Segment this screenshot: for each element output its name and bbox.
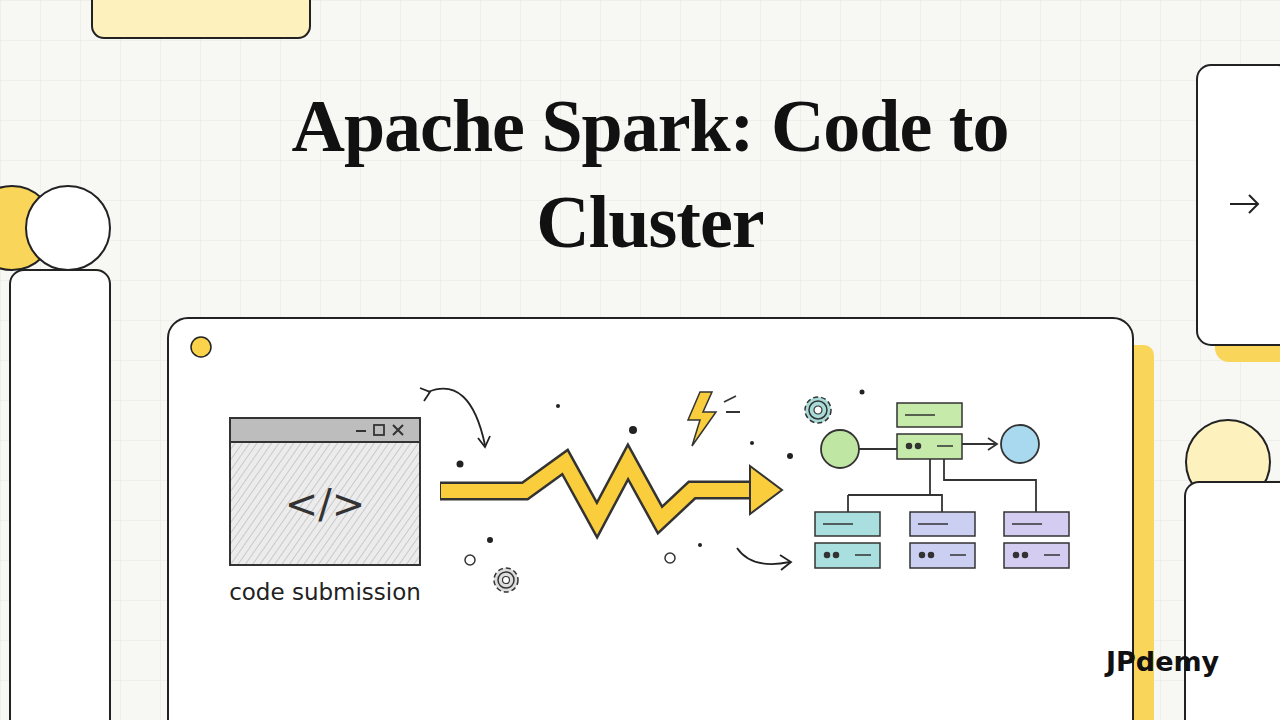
- main-card: [168, 318, 1133, 720]
- close-button: [393, 425, 403, 435]
- dot: [629, 426, 637, 434]
- gear-teeth: [805, 397, 831, 423]
- spark-marks: [724, 396, 740, 412]
- flow-arrow-head: [750, 466, 782, 514]
- deco-tab: [92, 0, 310, 38]
- server-unit: [897, 434, 962, 459]
- server-unit: [910, 512, 975, 536]
- server-slot: [855, 554, 871, 556]
- gear-icon: [494, 568, 518, 592]
- gear-hole: [503, 577, 510, 584]
- dots: [457, 390, 865, 548]
- server-slot: [1044, 554, 1060, 556]
- server-icon: [815, 512, 880, 568]
- watermark: JPdemy: [1106, 646, 1219, 677]
- server-icon: [897, 403, 962, 459]
- lightning-bolt: [688, 392, 716, 446]
- dot: [860, 390, 865, 395]
- dot: [787, 453, 793, 459]
- cluster-node: [1001, 425, 1039, 463]
- cluster-link: [962, 438, 997, 450]
- curved-arrow: [428, 389, 485, 445]
- cluster-node: [821, 430, 859, 468]
- server-slot: [1012, 523, 1042, 525]
- dot: [698, 543, 702, 547]
- cluster-link: [859, 448, 897, 450]
- server-slot: [918, 523, 948, 525]
- server-led: [1023, 553, 1028, 558]
- cluster-link: [848, 459, 1036, 512]
- server-slot: [950, 554, 966, 556]
- server-unit: [815, 512, 880, 536]
- server-unit: [910, 543, 975, 568]
- server-led: [1014, 553, 1019, 558]
- server-led: [920, 553, 925, 558]
- deco-panel: [1185, 482, 1280, 720]
- dot: [487, 537, 493, 543]
- next-arrow: [1230, 195, 1258, 213]
- flow-arrow: [441, 462, 754, 520]
- server-unit: [815, 543, 880, 568]
- arrow-head: [780, 555, 791, 570]
- server-unit: [1004, 512, 1069, 536]
- deco-circle: [26, 186, 110, 270]
- deco-card: [1197, 65, 1280, 345]
- server-led: [916, 444, 921, 449]
- card-dot: [191, 337, 211, 357]
- ring: [465, 555, 475, 565]
- server-slot: [823, 523, 853, 525]
- deco-panel: [10, 270, 110, 720]
- code-window: </>code submission: [230, 418, 420, 565]
- server-slot: [937, 445, 953, 447]
- server-icon: [1004, 512, 1069, 568]
- dot: [750, 441, 754, 445]
- server-unit: [1004, 543, 1069, 568]
- server-led: [907, 444, 912, 449]
- server-led: [834, 553, 839, 558]
- title: Apache Spark: Code to Cluster: [240, 78, 1060, 270]
- gear-teeth: [494, 568, 518, 592]
- server-led: [929, 553, 934, 558]
- node-caption: code submission: [200, 579, 450, 605]
- server-slot: [905, 414, 935, 416]
- server-led: [825, 553, 830, 558]
- arrow-head: [420, 388, 490, 447]
- server-unit: [897, 403, 962, 427]
- ring: [665, 553, 675, 563]
- gear-body: [498, 572, 514, 588]
- gear-hole: [814, 406, 822, 414]
- window-titlebar: [230, 418, 420, 442]
- server-icon: [910, 512, 975, 568]
- gear-icon: [805, 397, 831, 423]
- maximize-button: [374, 425, 384, 435]
- minimize-button: [356, 430, 366, 432]
- dot: [556, 404, 560, 408]
- code-icon-text: </>: [230, 442, 420, 565]
- dot: [457, 461, 464, 468]
- window-body: [230, 418, 420, 565]
- gear-body: [809, 401, 827, 419]
